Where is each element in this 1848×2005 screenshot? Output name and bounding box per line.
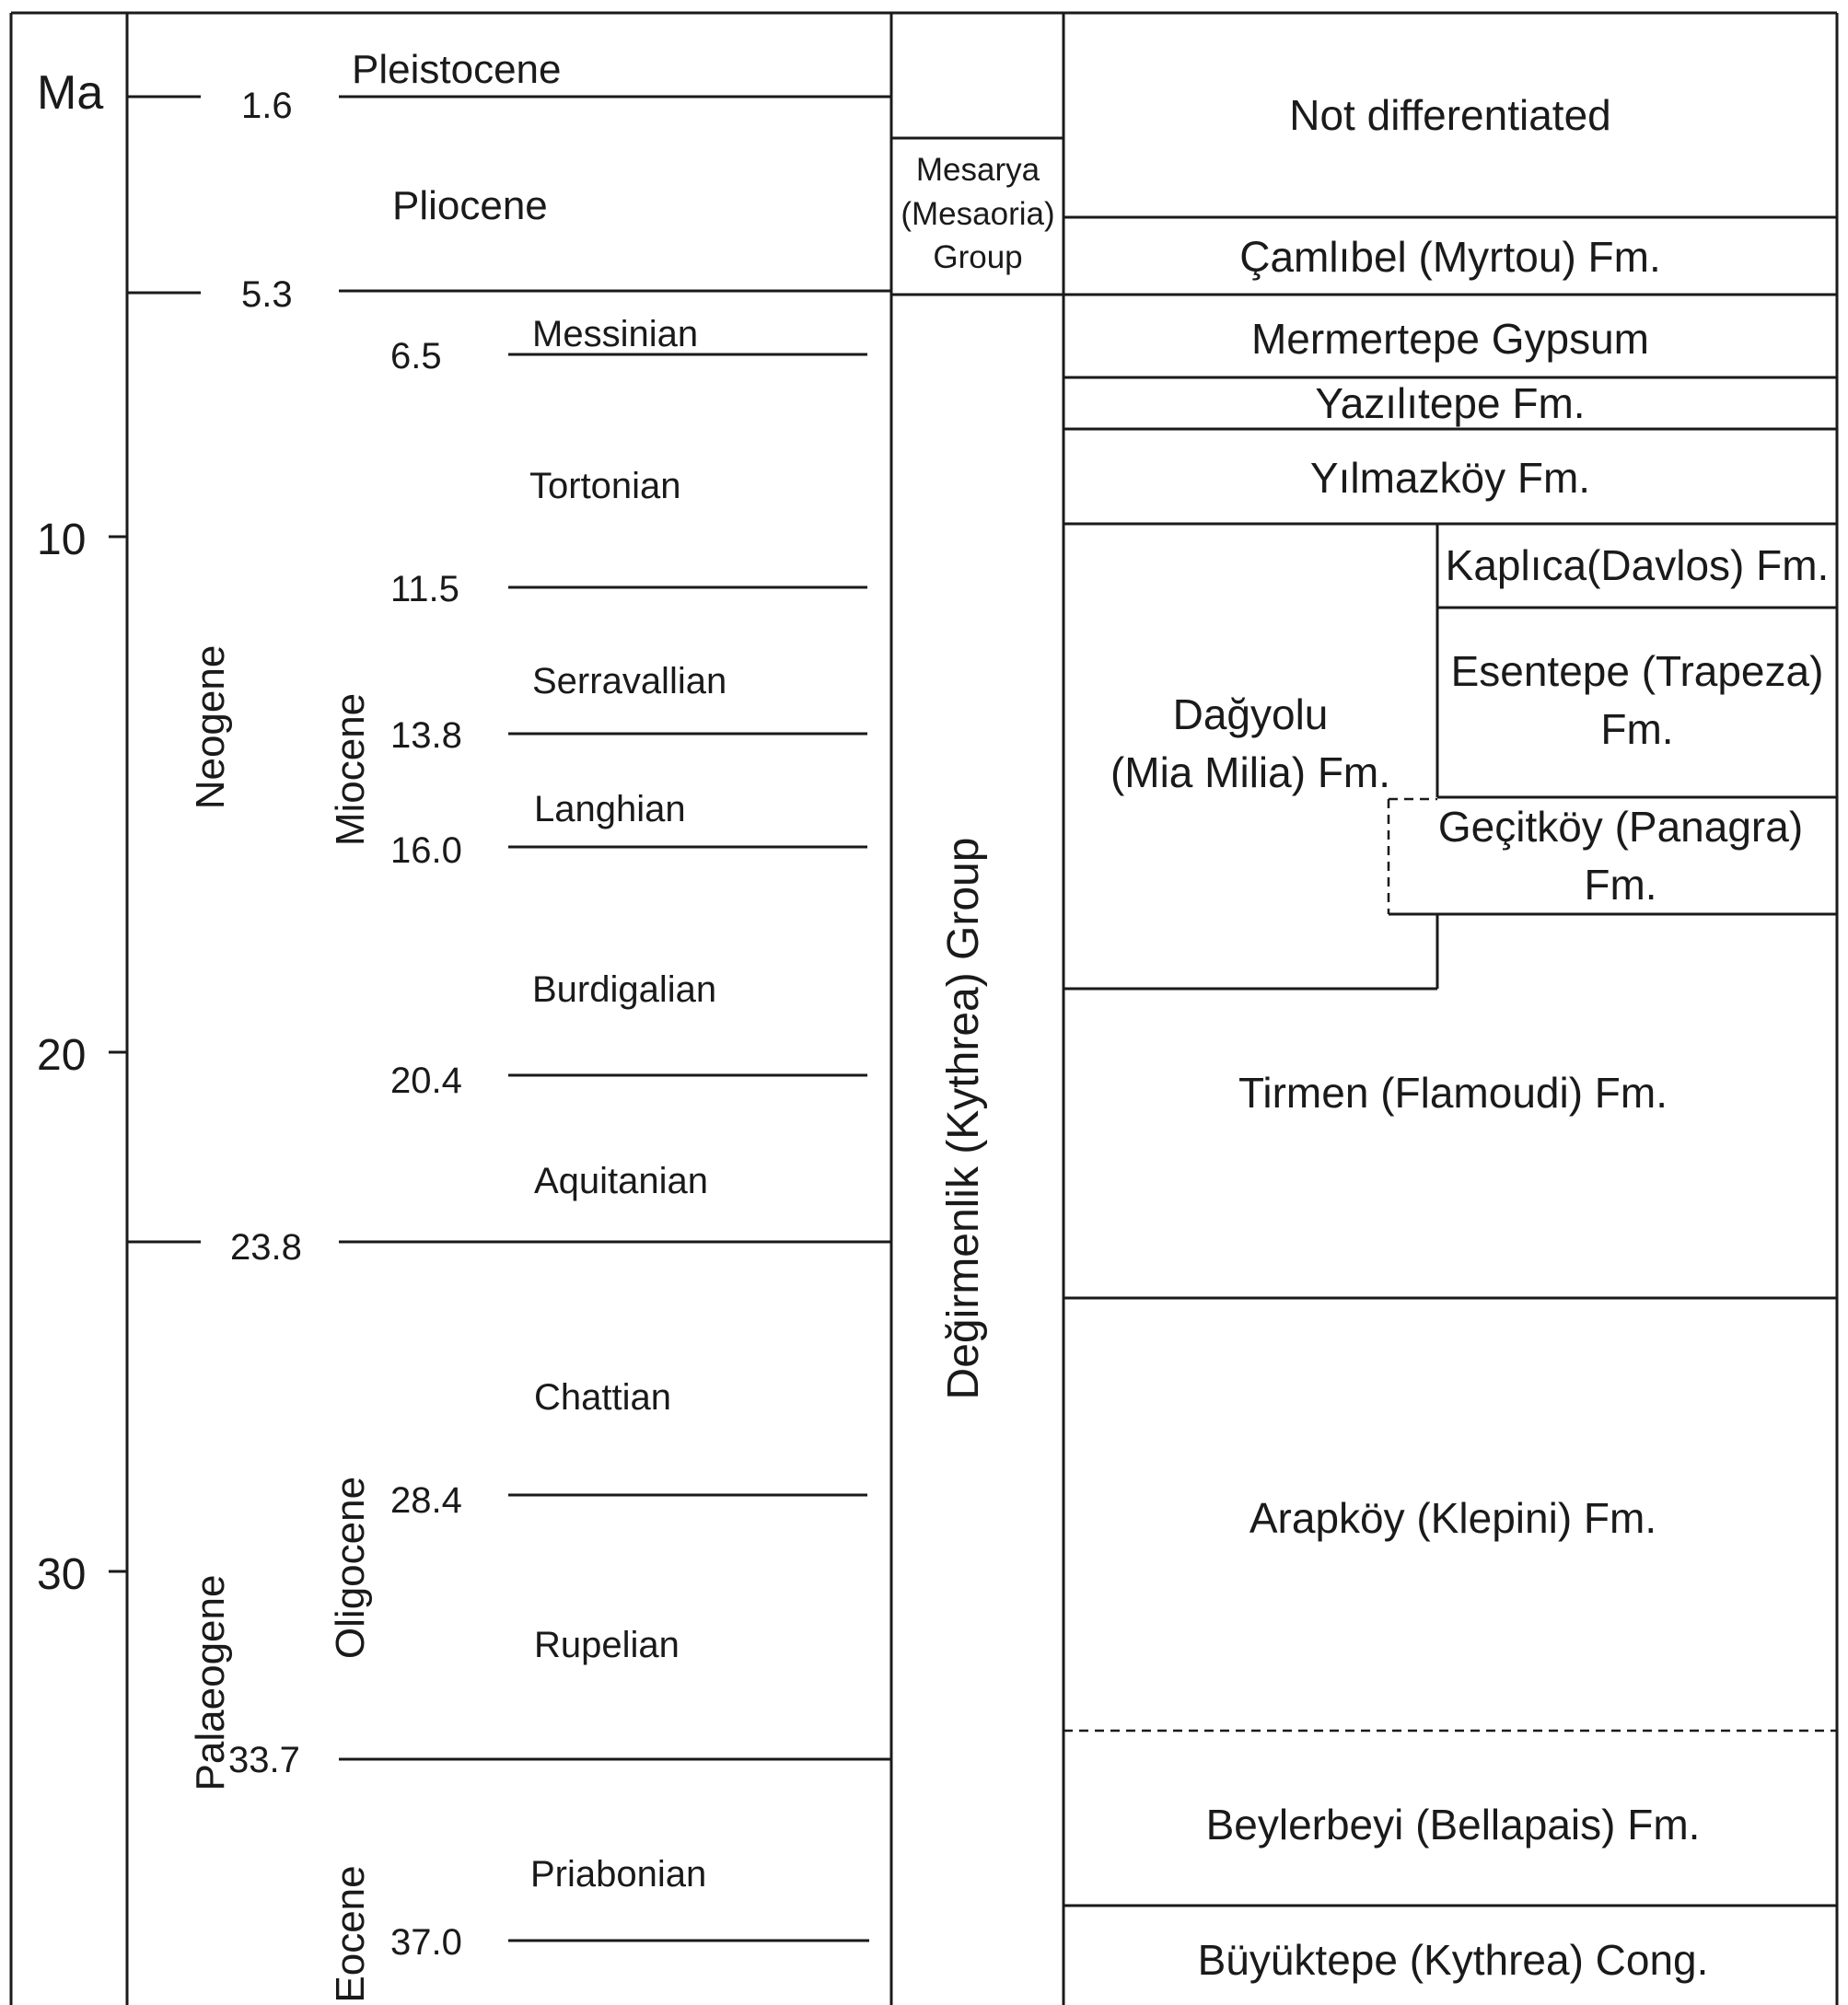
formation-kaplica: Kaplıca(Davlos) Fm. [1446, 541, 1830, 589]
group-column: Mesarya (Mesaoria) Group Değirmenlik (Ky… [891, 136, 1063, 1400]
group-mesarya-line3: Group [933, 239, 1022, 275]
group-degirmenlik: Değirmenlik (Kythrea) Group [939, 838, 988, 1400]
age-label: 16.0 [390, 830, 462, 871]
age-label: 28.4 [390, 1480, 462, 1521]
epoch-pliocene: Pliocene [392, 183, 548, 228]
stage-aquitanian: Aquitanian [534, 1161, 708, 1201]
formation-boundaries [1063, 215, 1837, 1907]
stage-labels: Messinian Tortonian Serravallian Langhia… [529, 314, 726, 1895]
formation-gecitkoy-line1: Geçitköy (Panagra) [1438, 803, 1803, 851]
group-mesarya-line2: (Mesaoria) [901, 196, 1054, 232]
formation-beylerbeyi: Beylerbeyi (Bellapais) Fm. [1206, 1801, 1701, 1849]
boundary-age-labels: 1.6 5.3 6.5 11.5 13.8 16.0 20.4 23.8 28.… [228, 86, 462, 1963]
period-labels: Neogene Palaeogene [188, 645, 233, 1791]
formation-tirmen: Tirmen (Flamoudi) Fm. [1238, 1069, 1668, 1117]
stage-chattian: Chattian [534, 1377, 671, 1418]
epoch-eocene: Eocene [328, 1865, 373, 2002]
group-mesarya-line1: Mesarya [916, 152, 1040, 188]
age-label: 20.4 [390, 1060, 462, 1101]
formation-yilmazkoy: Yılmazköy Fm. [1310, 454, 1590, 502]
formation-dagyolu-line1: Dağyolu [1173, 690, 1329, 738]
period-neogene: Neogene [188, 645, 233, 810]
age-label: 1.6 [241, 86, 293, 126]
formation-gecitkoy-line2: Fm. [1584, 861, 1656, 909]
age-label: 33.7 [228, 1740, 300, 1780]
formation-yazilitepe: Yazılıtepe Fm. [1315, 379, 1585, 427]
stage-priabonian: Priabonian [530, 1854, 706, 1895]
age-label: 37.0 [390, 1922, 462, 1963]
age-label: 11.5 [390, 569, 459, 609]
age-label: 23.8 [230, 1227, 302, 1268]
formation-camlibel: Çamlıbel (Myrtou) Fm. [1239, 233, 1660, 281]
time-boundaries [339, 95, 891, 1942]
stage-serravallian: Serravallian [532, 661, 726, 701]
stage-tortonian: Tortonian [529, 466, 681, 506]
formation-dashed-boundaries [1063, 797, 1837, 1733]
age-label: 6.5 [390, 336, 442, 377]
axis-tick-label-30: 30 [37, 1550, 86, 1599]
age-label: 5.3 [241, 274, 293, 315]
axis-tick-label-10: 10 [37, 516, 86, 564]
age-label: 13.8 [390, 715, 462, 756]
formation-mermertepe: Mermertepe Gypsum [1251, 315, 1649, 363]
formation-esentepe-line1: Esentepe (Trapeza) [1451, 647, 1824, 695]
stage-langhian: Langhian [534, 789, 686, 829]
formation-dagyolu-line2: (Mia Milia) Fm. [1110, 748, 1390, 796]
axis-unit-label: Ma [37, 66, 103, 120]
epoch-labels: Pleistocene Pliocene Miocene Oligocene E… [328, 47, 561, 2003]
formation-arapkoy: Arapköy (Klepini) Fm. [1249, 1494, 1656, 1542]
formation-not-differentiated: Not differentiated [1289, 91, 1611, 139]
stage-messinian: Messinian [532, 314, 698, 354]
epoch-miocene: Miocene [328, 693, 373, 846]
chart-frame [9, 11, 1839, 2005]
period-palaeogene: Palaeogene [188, 1575, 233, 1791]
axis-tick-label-20: 20 [37, 1031, 86, 1080]
formation-buyuktepe: Büyüktepe (Kythrea) Cong. [1198, 1936, 1709, 1984]
age-axis: Ma 10 20 30 [37, 66, 201, 1599]
formation-labels: Not differentiated Çamlıbel (Myrtou) Fm.… [1110, 91, 1829, 1984]
stage-rupelian: Rupelian [534, 1625, 680, 1665]
formation-esentepe-line2: Fm. [1600, 705, 1673, 753]
epoch-oligocene: Oligocene [328, 1477, 373, 1659]
stage-burdigalian: Burdigalian [532, 969, 716, 1010]
epoch-pleistocene: Pleistocene [352, 47, 561, 92]
